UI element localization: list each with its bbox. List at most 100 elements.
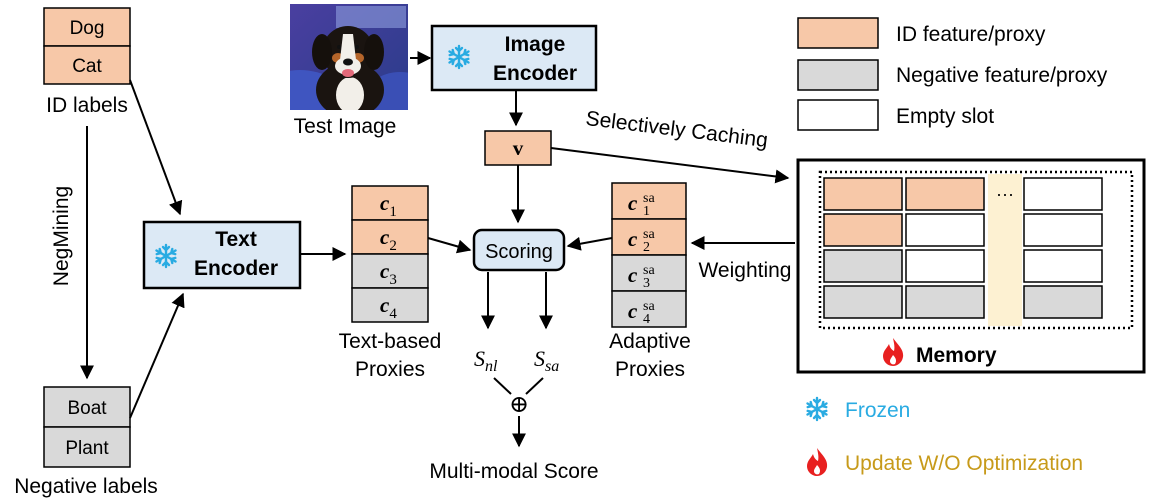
adaptive-proxy-box-2 xyxy=(611,218,687,256)
image-encoder-line2: Encoder xyxy=(493,62,577,85)
adaptive-proxy-3: c sa 3 xyxy=(628,263,655,291)
legend-flame-icon xyxy=(807,448,828,476)
negative-label-plant: Plant xyxy=(65,438,109,459)
adaptive-proxy-box-1 xyxy=(611,182,687,220)
text-proxy-box-2 xyxy=(351,219,429,255)
image-encoder-line1: Image xyxy=(505,33,566,56)
adaptive-proxy-box-3 xyxy=(611,254,687,292)
weighting-label: Weighting xyxy=(698,259,791,282)
legend: ID feature/proxy Negative feature/proxy … xyxy=(797,17,1108,476)
memory-slot xyxy=(1023,249,1103,283)
text-proxy-4: c4 xyxy=(380,293,397,322)
image-encoder: Image Encoder xyxy=(430,24,598,92)
text-encoder-line1: Text xyxy=(215,228,257,251)
adaptive-proxies-caption-2: Proxies xyxy=(615,358,685,381)
negative-label-box-plant xyxy=(43,426,131,468)
adaptive-proxy-1-base: c xyxy=(628,191,638,215)
adaptive-to-scoring-arrow xyxy=(566,236,613,251)
memory-ellipsis: ··· xyxy=(996,184,1014,204)
negative-label-boat: Boat xyxy=(67,398,107,419)
memory-ellipsis-band xyxy=(988,174,1022,326)
id-label-box-cat xyxy=(43,45,131,85)
memory-slot xyxy=(1023,213,1103,247)
sum-operator: ⊕ xyxy=(509,392,529,418)
adaptive-proxy-3-sup: sa xyxy=(643,263,655,278)
test-feature-symbol: v xyxy=(513,136,524,160)
adaptive-proxy-2: c sa 2 xyxy=(628,227,655,255)
multimodal-score-label: Multi-modal Score xyxy=(429,460,598,483)
memory-slot xyxy=(905,249,985,283)
memory-slot xyxy=(823,249,903,283)
text-proxies-caption-2: Proxies xyxy=(355,358,425,381)
id-label-box-dog xyxy=(43,7,131,47)
negative-labels-caption: Negative labels xyxy=(14,475,158,498)
memory-bank: ··· Memory xyxy=(796,158,1146,374)
test-feature-box xyxy=(484,130,552,166)
text-proxies-to-scoring-arrow xyxy=(427,237,472,254)
scoring-box xyxy=(472,228,566,272)
text-proxy-box-4 xyxy=(351,287,429,323)
test-image-caption: Test Image xyxy=(294,115,397,138)
legend-swatch-negative xyxy=(797,59,879,91)
adaptive-proxy-4-sup: sa xyxy=(643,299,655,314)
adaptive-proxy-4-base: c xyxy=(628,299,638,323)
legend-snowflake-icon xyxy=(806,396,828,422)
adaptive-proxies: c sa 1 c sa 2 c sa 3 c sa 4 xyxy=(611,182,687,328)
text-proxy-1: c1 xyxy=(380,191,397,220)
scoring-label: Scoring xyxy=(485,241,553,263)
selective-caching-label: Selectively Caching xyxy=(584,107,769,152)
memory-slot xyxy=(905,285,985,319)
legend-swatch-id xyxy=(797,17,879,49)
legend-empty-label: Empty slot xyxy=(896,105,994,128)
adaptive-proxy-1-sub: 1 xyxy=(643,204,650,219)
text-encoder-line2: Encoder xyxy=(194,257,278,280)
negative-labels-stack: Boat Plant xyxy=(43,386,131,468)
id-label-cat: Cat xyxy=(72,56,102,77)
text-based-proxies: c1 c2 c3 c4 xyxy=(351,185,429,323)
legend-swatch-empty xyxy=(797,99,879,131)
selective-caching-arrow xyxy=(550,147,790,184)
score-s-sa: Ssa xyxy=(534,346,559,375)
adaptive-proxy-2-base: c xyxy=(628,227,638,251)
text-proxy-2: c2 xyxy=(380,225,397,254)
test-image xyxy=(290,4,408,110)
id-labels-caption: ID labels xyxy=(46,94,128,117)
adaptive-proxy-3-sub: 3 xyxy=(643,276,650,291)
adaptive-proxy-1-sup: sa xyxy=(643,191,655,206)
adaptive-proxy-4: c sa 4 xyxy=(628,299,655,327)
adaptive-proxy-2-sup: sa xyxy=(643,227,655,242)
legend-id-label: ID feature/proxy xyxy=(896,23,1046,46)
negmining-label: NegMining xyxy=(50,186,73,286)
memory-slot xyxy=(1023,285,1103,319)
memory-slot xyxy=(905,177,985,211)
text-proxy-3: c3 xyxy=(380,259,397,288)
memory-slot xyxy=(1023,177,1103,211)
adaptive-proxies-caption-1: Adaptive xyxy=(609,330,691,353)
id-label-dog: Dog xyxy=(70,18,105,39)
text-proxy-box-3 xyxy=(351,253,429,289)
id-labels-stack: Dog Cat xyxy=(43,7,131,85)
memory-dotted-frame xyxy=(818,170,1134,330)
ssa-to-sum-line xyxy=(525,377,544,395)
legend-negative-label: Negative feature/proxy xyxy=(896,64,1108,87)
text-proxies-caption-1: Text-based xyxy=(339,330,442,353)
memory-slot xyxy=(823,177,903,211)
memory-title: Memory xyxy=(916,344,997,367)
legend-frozen-label: Frozen xyxy=(845,399,910,422)
adaptive-proxy-3-base: c xyxy=(628,263,638,287)
neg-to-text-encoder-arrow xyxy=(129,292,185,419)
adaptive-proxy-box-4 xyxy=(611,290,687,328)
text-encoder: Text Encoder xyxy=(142,220,302,290)
legend-update-label: Update W/O Optimization xyxy=(845,452,1083,475)
memory-slot xyxy=(823,285,903,319)
text-proxy-box-1 xyxy=(351,185,429,221)
adaptive-proxy-1: c sa 1 xyxy=(628,191,655,219)
id-to-text-encoder-arrow xyxy=(129,79,183,216)
memory-slot xyxy=(823,213,903,247)
memory-slot xyxy=(905,213,985,247)
adaptive-proxy-4-sub: 4 xyxy=(643,312,650,327)
score-s-nl: Snl xyxy=(474,346,498,375)
snl-to-sum-line xyxy=(493,377,512,395)
adaptive-proxy-2-sub: 2 xyxy=(643,240,650,255)
